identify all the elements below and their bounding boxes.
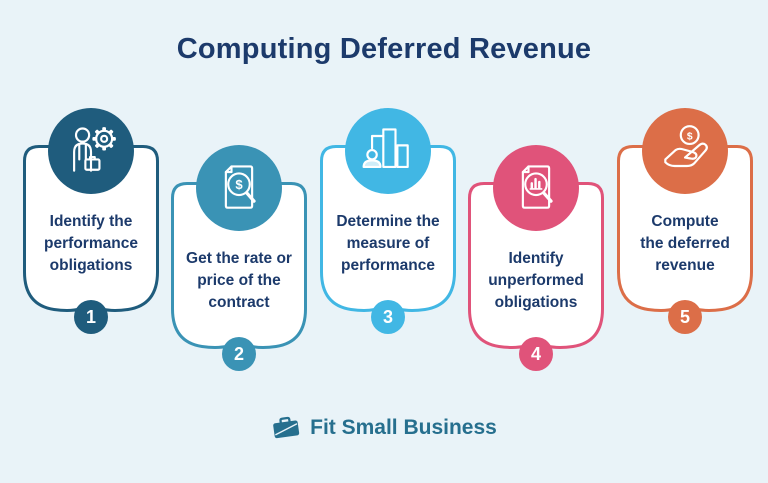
page-title: Computing Deferred Revenue bbox=[176, 33, 592, 65]
step-label: Determine the measure of performance bbox=[336, 213, 440, 274]
document-chart-magnifier-icon bbox=[521, 165, 553, 209]
hand-coin-icon: $ bbox=[664, 125, 708, 168]
step-card-1: Identify the performance obligations 1 bbox=[23, 108, 159, 360]
step-card-4: Identify unperformed obligations 4 bbox=[468, 145, 604, 397]
step-number-badge: 5 bbox=[668, 300, 702, 334]
svg-text:$: $ bbox=[687, 131, 693, 142]
step-icon-circle bbox=[493, 145, 579, 231]
step-number: 2 bbox=[233, 343, 244, 364]
step-card-2: $ Get the rate or price of the contract … bbox=[171, 145, 307, 397]
step-icon-circle bbox=[345, 108, 431, 194]
step-card-5: $ Compute the deferred revenue 5 bbox=[617, 108, 753, 360]
person-gear-icon bbox=[73, 127, 116, 172]
step-number: 1 bbox=[85, 306, 96, 327]
step-number-badge: 1 bbox=[74, 300, 108, 334]
step-icon-circle: $ bbox=[196, 145, 282, 231]
person-bar-chart-icon bbox=[362, 128, 409, 169]
step-number: 4 bbox=[530, 343, 541, 364]
brand-name: Fit Small Business bbox=[310, 416, 497, 439]
step-label: Compute the deferred revenue bbox=[640, 213, 730, 274]
document-dollar-magnifier-icon: $ bbox=[224, 165, 256, 209]
brand-logo: Fit Small Business bbox=[0, 412, 768, 444]
step-card-3: Determine the measure of performance 3 bbox=[320, 108, 456, 360]
step-number-badge: 4 bbox=[519, 337, 553, 371]
step-icon-circle bbox=[48, 108, 134, 194]
step-label: Get the rate or price of the contract bbox=[186, 250, 292, 311]
step-icon-circle: $ bbox=[642, 108, 728, 194]
step-label: Identify unperformed obligations bbox=[488, 250, 584, 311]
svg-text:$: $ bbox=[235, 177, 243, 192]
step-number: 5 bbox=[679, 306, 690, 327]
step-number-badge: 2 bbox=[222, 337, 256, 371]
step-number: 3 bbox=[382, 306, 393, 327]
briefcase-icon bbox=[271, 414, 301, 442]
step-label: Identify the performance obligations bbox=[44, 213, 138, 274]
step-number-badge: 3 bbox=[371, 300, 405, 334]
